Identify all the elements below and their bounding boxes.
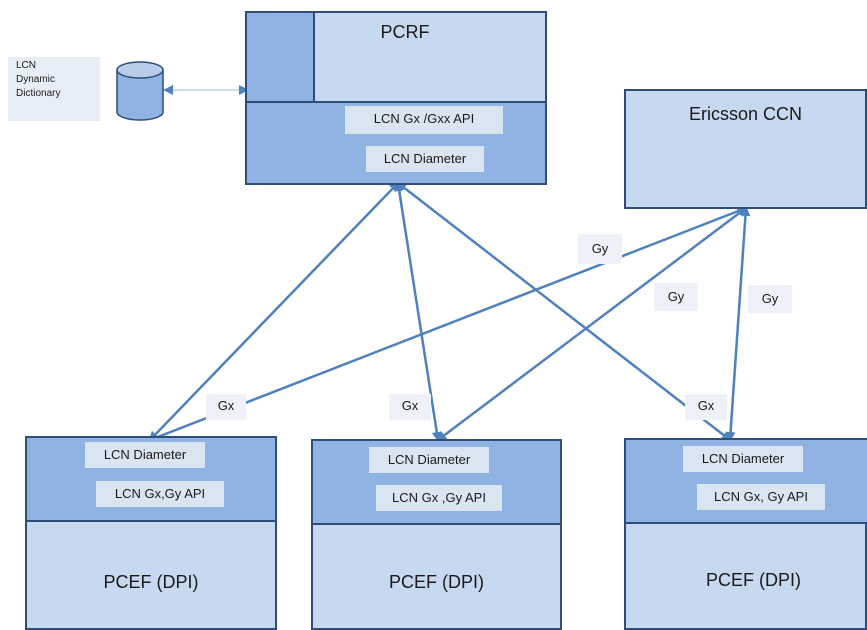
pcef-diameter-label-2: LCN Diameter: [369, 447, 489, 473]
gx-label-1: Gx: [206, 394, 246, 420]
gx-label-2: Gx: [389, 394, 431, 420]
gx-link-pcef-3: [396, 181, 732, 442]
dictionary-label: LCN Dynamic Dictionary: [8, 57, 100, 121]
pcef-api-label-2: LCN Gx ,Gy API: [376, 485, 502, 511]
ccn-box: [624, 89, 867, 209]
gx-label-3: Gx: [685, 394, 727, 420]
gx-link-pcef-1: [148, 181, 400, 442]
pcrf-title: PCRF: [380, 22, 430, 42]
pcrf-side-panel: [247, 13, 315, 103]
dictionary-line-3: Dictionary: [16, 88, 61, 99]
dictionary-line-2: Dynamic: [16, 74, 55, 85]
dictionary-line-1: LCN: [16, 60, 37, 71]
gy-label-3: Gy: [748, 285, 792, 313]
pcef-diameter-label-1: LCN Diameter: [85, 442, 205, 468]
gy-label-1: Gy: [578, 234, 622, 264]
pcef-diameter-label-3: LCN Diameter: [683, 446, 803, 472]
ccn-title: Ericsson CCN: [688, 104, 803, 124]
pcef-title-2: PCEF (DPI): [388, 572, 484, 592]
pcef-title-1: PCEF (DPI): [103, 572, 199, 592]
database-icon: [116, 61, 164, 121]
pcef-api-label-1: LCN Gx,Gy API: [96, 481, 224, 507]
pcrf-diameter-label: LCN Diameter: [366, 146, 484, 172]
gy-link-pcef-3: [725, 206, 751, 442]
gy-link-pcef-2: [436, 206, 748, 442]
pcef-api-label-3: LCN Gx, Gy API: [697, 484, 825, 510]
pcef-title-3: PCEF (DPI): [705, 570, 801, 590]
pcrf-header-panel: [315, 13, 545, 103]
pcrf-api-label: LCN Gx /Gxx API: [345, 106, 503, 134]
gy-label-2: Gy: [654, 283, 698, 311]
